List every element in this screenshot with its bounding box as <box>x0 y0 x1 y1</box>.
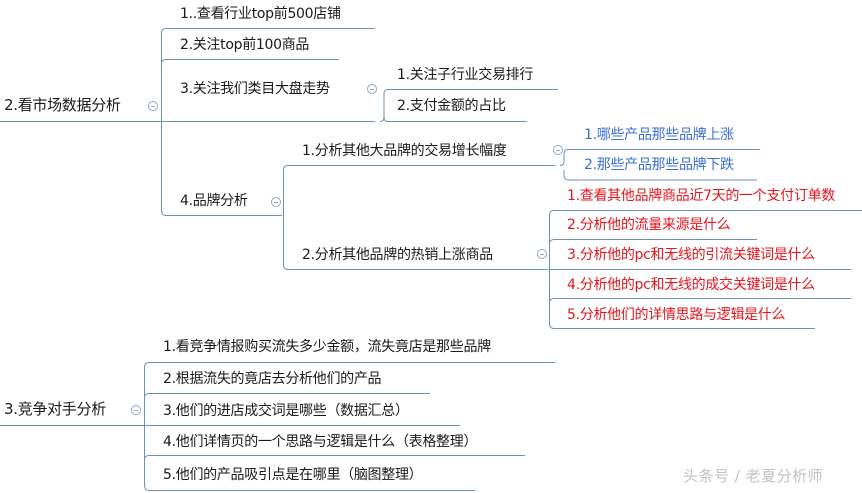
subtopic-brand-analysis[interactable]: 4.品牌分析 <box>180 193 248 209</box>
subtopic-product-appeal[interactable]: 5.他们的产品吸引点是在哪里（脑图整理） <box>163 467 423 483</box>
collapse-toggle-icon[interactable] <box>271 197 281 207</box>
leaf-traffic-keywords[interactable]: 3.分析他的pc和无线的引流关键词是什么 <box>567 247 815 263</box>
collapse-toggle-icon[interactable] <box>131 405 141 415</box>
topic-competitor-analysis[interactable]: 3.竞争对手分析 <box>4 400 106 418</box>
subtopic-competitor-products[interactable]: 2.根据流失的竟店去分析他们的产品 <box>163 371 382 387</box>
subtopic-category-trend[interactable]: 3.关注我们类目大盘走势 <box>180 81 330 97</box>
topic-market-data-analysis[interactable]: 2.看市场数据分析 <box>4 96 121 114</box>
subtopic-entry-keywords[interactable]: 3.他们的进店成交词是哪些（数据汇总） <box>163 403 409 419</box>
subtopic-top500-shops[interactable]: 1..查看行业top前500店铺 <box>180 6 341 22</box>
collapse-toggle-icon[interactable] <box>553 145 563 155</box>
leaf-traffic-source[interactable]: 2.分析他的流量来源是什么 <box>567 217 731 233</box>
subtopic-payment-share[interactable]: 2.支付金额的占比 <box>397 98 506 114</box>
subtopic-hot-products[interactable]: 2.分析其他品牌的热销上涨商品 <box>302 247 493 263</box>
subtopic-top100-products[interactable]: 2.关注top前100商品 <box>180 37 310 53</box>
leaf-conversion-keywords[interactable]: 4.分析他的pc和无线的成交关键词是什么 <box>567 277 815 293</box>
subtopic-detail-page-logic[interactable]: 4.他们详情页的一个思路与逻辑是什么（表格整理） <box>163 434 478 450</box>
subtopic-lost-sales[interactable]: 1.看竞争情报购买流失多少金额，流失竟店是那些品牌 <box>163 339 491 355</box>
leaf-7day-orders[interactable]: 1.查看其他品牌商品近7天的一个支付订单数 <box>567 188 835 204</box>
collapse-toggle-icon[interactable] <box>367 84 377 94</box>
leaf-products-rising[interactable]: 1.哪些产品那些品牌上涨 <box>584 127 734 143</box>
subtopic-brand-growth[interactable]: 1.分析其他大品牌的交易增长幅度 <box>302 143 507 159</box>
collapse-toggle-icon[interactable] <box>148 101 158 111</box>
leaf-detail-page-logic[interactable]: 5.分析他们的详情思路与逻辑是什么 <box>567 307 786 323</box>
subtopic-sub-industry-ranking[interactable]: 1.关注子行业交易排行 <box>397 67 534 83</box>
watermark-text: 头条号 / 老夏分析师 <box>683 467 824 485</box>
collapse-toggle-icon[interactable] <box>537 249 547 259</box>
leaf-products-falling[interactable]: 2.那些产品那些品牌下跌 <box>584 157 734 173</box>
